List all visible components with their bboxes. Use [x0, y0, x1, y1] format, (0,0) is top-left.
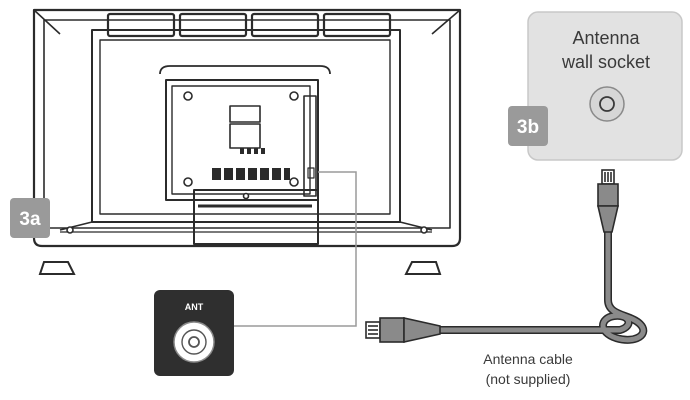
wall-socket-title-line1: Antenna	[572, 28, 640, 48]
ant-port-label: ANT	[185, 302, 204, 312]
step-badge-3b: 3b	[508, 106, 548, 146]
coax-cable-plug-icon-left	[365, 317, 441, 343]
tv-stand-feet	[38, 261, 442, 275]
antenna-wall-socket-icon	[589, 86, 625, 122]
tv-vent-slots	[212, 148, 290, 180]
cable-label-line1: Antenna cable	[483, 351, 573, 367]
coax-cable-plug-icon-top	[596, 169, 620, 233]
step-badge-3a-label: 3a	[19, 209, 41, 230]
ant-port-callout: ANT	[154, 290, 234, 376]
step-badge-3b-label: 3b	[517, 117, 539, 138]
antenna-cable	[365, 169, 648, 344]
ant-port-leader-line	[234, 171, 357, 327]
tv-back-panel	[32, 8, 462, 248]
step-badge-3a: 3a	[10, 198, 50, 238]
tv-screws	[66, 91, 428, 234]
cable-label-line2: (not supplied)	[486, 371, 571, 387]
antenna-wall-socket-panel: Antenna wall socket	[527, 11, 683, 161]
wall-socket-title-line2: wall socket	[561, 52, 650, 72]
coax-port-icon	[173, 321, 215, 363]
